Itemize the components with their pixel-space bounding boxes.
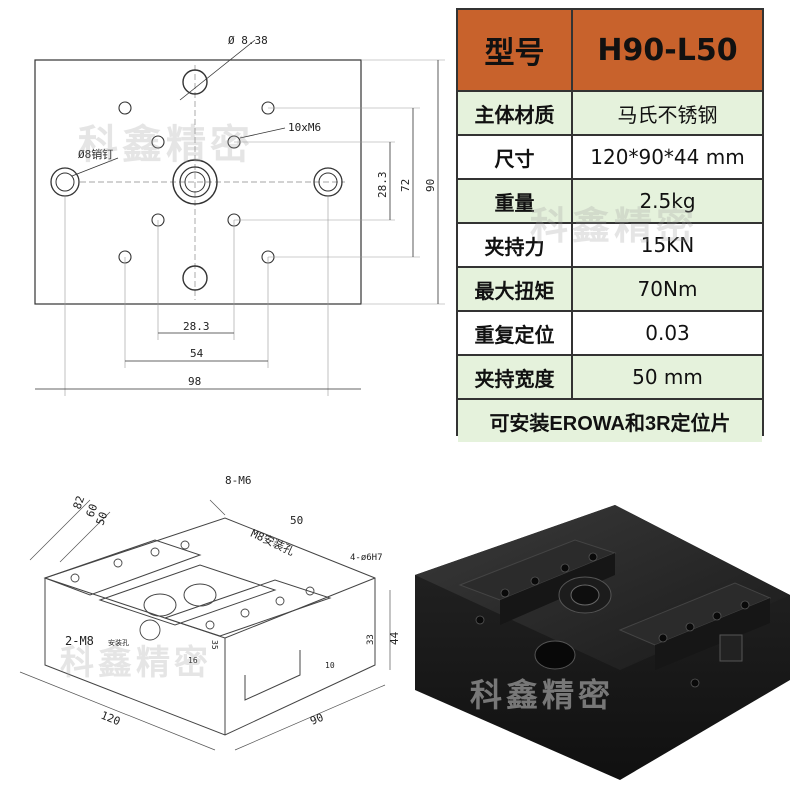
dim-54: 54: [190, 347, 204, 360]
pin-hole-left: [50, 167, 80, 197]
isometric-drawing: 8-M6 82 60 50 50 M8安装孔 4-ø6H7 2-M8 安装孔 1…: [19, 474, 401, 751]
hole-center: [172, 159, 218, 205]
spec-row: 尺寸 120*90*44 mm: [458, 136, 762, 180]
product-photo: [415, 505, 790, 780]
front-hole: [534, 640, 576, 670]
dim-8-m6: 8-M6: [225, 474, 252, 487]
label-2-m8-sub: 安装孔: [108, 638, 129, 647]
spec-value: 0.03: [645, 321, 690, 345]
spec-header-row: 型号 H90-L50: [458, 10, 762, 92]
hole-bottom: [182, 265, 208, 291]
spec-header-label: 型号: [458, 10, 573, 90]
spec-value: 50 mm: [632, 365, 703, 389]
spec-note: 可安装EROWA和3R定位片: [489, 412, 731, 435]
spec-row: 重复定位 0.03: [458, 312, 762, 356]
dim-98: 98: [188, 375, 201, 388]
spec-label: 尺寸: [458, 136, 573, 178]
spec-label: 重复定位: [458, 312, 573, 354]
dim-33: 33: [366, 634, 376, 645]
dim-thread-label: 10xM6: [288, 121, 321, 134]
spec-row: 重量 2.5kg: [458, 180, 762, 224]
hole-top: [182, 69, 208, 95]
dim-283-horizontal: 28.3: [183, 320, 210, 333]
dim-72: 72: [399, 179, 412, 192]
iso-holes: [70, 540, 315, 641]
dim-82: 82: [71, 494, 88, 511]
spec-label: 主体材质: [458, 92, 573, 134]
dim-hole-label: Ø 8.38: [228, 34, 268, 47]
spec-row: 最大扭矩 70Nm: [458, 268, 762, 312]
dim-60: 60: [84, 502, 101, 519]
dim-pin-label: Ø8销钉: [78, 147, 113, 161]
label-m8-hole: M8安装孔: [249, 526, 297, 558]
label-2-m8: 2-M8: [65, 634, 94, 648]
dim-90: 90: [424, 179, 437, 192]
photo-holes: [475, 552, 750, 688]
spec-value: 2.5kg: [639, 189, 696, 213]
spec-note-row: 可安装EROWA和3R定位片: [458, 400, 762, 442]
spec-value: 120*90*44 mm: [590, 145, 745, 169]
spec-row: 主体材质 马氏不锈钢: [458, 92, 762, 136]
plate-outline: [34, 59, 362, 305]
dim-pin-hole: 4-ø6H7: [350, 553, 383, 563]
dim-35: 35: [210, 640, 219, 650]
dim-50-left: 50: [94, 510, 111, 527]
dim-44: 44: [388, 631, 401, 645]
spec-label: 重量: [458, 180, 573, 222]
lead-screw: [558, 576, 612, 614]
spec-label: 夹持力: [458, 224, 573, 266]
spec-value: 70Nm: [637, 277, 698, 301]
spec-label: 最大扭矩: [458, 268, 573, 310]
spec-value: 马氏不锈钢: [617, 102, 718, 127]
iso-body-outline: [43, 517, 376, 736]
dim-16: 16: [188, 656, 198, 665]
side-bolt: [719, 634, 743, 662]
dim-50-top: 50: [290, 514, 303, 527]
dim-90-iso: 90: [308, 711, 325, 728]
spec-header-value: H90-L50: [597, 32, 738, 68]
spec-row: 夹持力 15KN: [458, 224, 762, 268]
dim-283-vertical: 28.3: [376, 172, 389, 199]
top-view-drawing: Ø 8.38 10xM6 Ø8销钉 28.3 72 90 28.3 54 98: [34, 34, 445, 396]
spec-label: 夹持宽度: [458, 356, 573, 398]
dim-10: 10: [325, 661, 335, 670]
spec-table: 型号 H90-L50 主体材质 马氏不锈钢 尺寸 120*90*44 mm 重量…: [456, 8, 764, 442]
spec-value: 15KN: [640, 233, 695, 257]
spec-row: 夹持宽度 50 mm: [458, 356, 762, 400]
m6-holes: [118, 101, 275, 264]
